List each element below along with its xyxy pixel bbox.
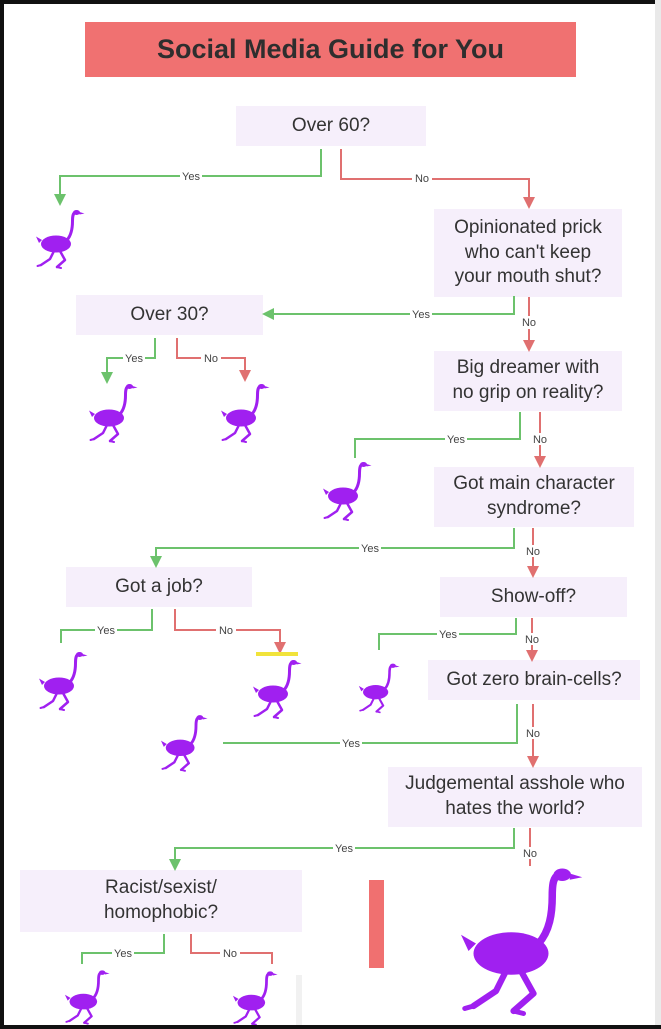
question-main-character: Got main character syndrome? (434, 467, 634, 527)
yes-connector (222, 704, 518, 744)
question-label: Judgemental asshole who hates the world? (405, 773, 625, 819)
question-show-off: Show-off? (440, 577, 627, 617)
branch-label-no: No (525, 634, 539, 646)
branch-label-yes: Yes (182, 171, 200, 183)
branch-label-yes: Yes (412, 309, 430, 321)
branch-label-no: No (523, 848, 537, 860)
ostrich-icon-large (452, 866, 590, 1016)
ostrich-icon (322, 460, 372, 522)
page-title: Social Media Guide for You (156, 34, 505, 64)
branch-label-no: No (219, 625, 233, 637)
question-label: Over 30? (130, 303, 209, 325)
frame-border-right (655, 0, 661, 1029)
branch-label-no: No (526, 546, 540, 558)
highlight-bar (256, 652, 298, 656)
ostrich-icon (88, 382, 138, 444)
title-banner: Social Media Guide for You (85, 22, 576, 77)
branch-label-yes: Yes (342, 738, 360, 750)
question-label: Over 60? (291, 114, 371, 136)
branch-label-no: No (522, 317, 536, 329)
cover-patch (296, 975, 302, 1025)
branch-label-yes: Yes (439, 629, 457, 641)
question-big-dreamer: Big dreamer with no grip on reality? (434, 351, 622, 411)
branch-label-yes: Yes (97, 625, 115, 637)
branch-label-no: No (223, 948, 237, 960)
question-label: Opinionated prick who can't keep your mo… (454, 216, 602, 288)
question-got-a-job: Got a job? (66, 567, 252, 607)
question-judgemental: Judgemental asshole who hates the world? (388, 767, 642, 827)
yes-connector (262, 296, 515, 320)
question-label: Racist/sexist/ homophobic? (103, 877, 219, 923)
ostrich-icon (220, 382, 270, 444)
question-opinionated: Opinionated prick who can't keep your mo… (434, 209, 622, 297)
branch-label-no: No (526, 728, 540, 740)
ostrich-icon (252, 658, 302, 720)
branch-label-yes: Yes (114, 948, 132, 960)
ostrich-icon (232, 970, 278, 1026)
question-label: Got main character syndrome? (453, 473, 615, 519)
branch-label-yes: Yes (125, 353, 143, 365)
question-label: Got zero brain-cells? (446, 668, 622, 690)
frame-border-top (0, 0, 661, 4)
branch-label-no: No (204, 353, 218, 365)
ostrich-icon (64, 968, 110, 1026)
branch-label-yes: Yes (335, 843, 353, 855)
question-racist: Racist/sexist/ homophobic? (20, 870, 302, 932)
question-label: Got a job? (115, 575, 203, 597)
no-connector (340, 149, 535, 209)
yes-connector (150, 528, 515, 568)
question-over-60: Over 60? (236, 106, 426, 146)
red-bar (369, 880, 384, 968)
question-label: Big dreamer with no grip on reality? (452, 357, 604, 403)
question-label: Show-off? (490, 585, 577, 607)
ostrich-icon (35, 208, 85, 270)
frame-border-bottom (0, 1025, 661, 1029)
branch-label-yes: Yes (447, 434, 465, 446)
ostrich-icon (358, 662, 400, 714)
branch-label-no: No (533, 434, 547, 446)
question-zero-brain-cells: Got zero brain-cells? (428, 660, 640, 700)
ostrich-icon (160, 714, 208, 772)
branch-label-no: No (415, 173, 429, 185)
branch-label-yes: Yes (361, 543, 379, 555)
ostrich-icon (38, 650, 88, 712)
yes-connector (354, 412, 521, 458)
question-over-30: Over 30? (76, 295, 263, 335)
frame-border-left (0, 0, 4, 1029)
